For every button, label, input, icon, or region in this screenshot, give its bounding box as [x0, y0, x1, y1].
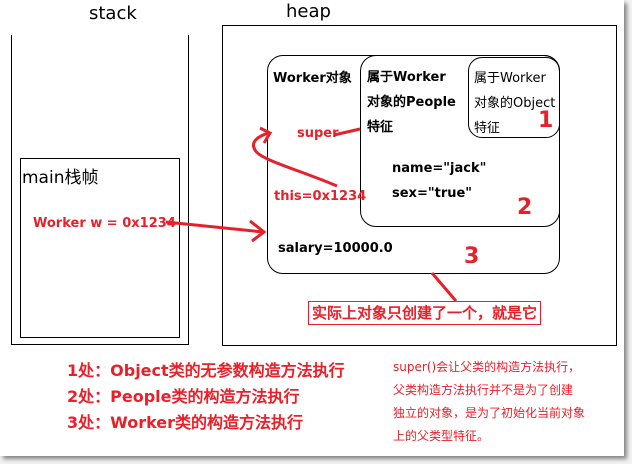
legend-item-3: 3处：Worker类的构造方法执行	[67, 413, 304, 432]
reference-arrow	[165, 220, 264, 234]
stack-area	[11, 35, 189, 345]
name-field: name="jack"	[392, 161, 487, 176]
legend-item-2: 2处：People类的构造方法执行	[67, 387, 300, 406]
super-label: super	[297, 126, 339, 141]
callout-pointer	[430, 272, 458, 302]
reference-arrowhead-icon	[249, 219, 267, 243]
super-arrow	[333, 127, 361, 137]
worker-variable: Worker w = 0x1234	[33, 216, 176, 231]
this-label: this=0x1234	[274, 189, 367, 204]
heap-area	[222, 25, 617, 346]
object-line-2: 对象的Object	[474, 96, 556, 111]
legend: 1处：Object类的无参数构造方法执行 2处：People类的构造方法执行 3…	[67, 357, 345, 435]
people-line-2: 对象的People	[367, 95, 456, 110]
object-part: 属于Worker 对象的Object 特征	[468, 57, 560, 138]
marker-2: 2	[517, 195, 533, 220]
note-line-4: 上的父类型特征。	[393, 429, 490, 443]
people-part: 属于Worker 对象的People 特征 name="jack" sex="t…	[360, 55, 560, 227]
worker-object: Worker对象 salary=10000.0	[267, 55, 560, 274]
sex-field: sex="true"	[392, 186, 473, 201]
diagram-canvas: stack main栈帧 Worker w = 0x1234 heap Work…	[0, 0, 624, 456]
heap-title: heap	[286, 1, 331, 22]
this-arrow	[252, 131, 338, 188]
salary-field: salary=10000.0	[278, 241, 393, 256]
marker-3: 3	[464, 244, 480, 269]
note-line-1: super()会让父类的构造方法执行，	[393, 360, 581, 374]
note-line-2: 父类构造方法执行并不是为了创建	[393, 383, 574, 397]
object-line-3: 特征	[474, 121, 501, 136]
worker-object-label: Worker对象	[273, 71, 352, 86]
arrow-layer	[165, 126, 458, 302]
callout-box: 实际上对象只创建了一个，就是它	[308, 301, 542, 325]
note-line-3: 独立的对象，是为了初始化当前对象	[393, 406, 586, 420]
main-frame-label: main栈帧	[22, 168, 99, 188]
callout-text: 实际上对象只创建了一个，就是它	[312, 304, 538, 322]
explanation-note: super()会让父类的构造方法执行， 父类构造方法执行并不是为了创建 独立的对…	[393, 358, 585, 450]
this-arrowhead-icon	[259, 126, 273, 144]
main-stack-frame: main栈帧 Worker w = 0x1234	[20, 158, 180, 338]
stack-title: stack	[89, 3, 137, 24]
people-line-3: 特征	[367, 120, 394, 135]
marker-1: 1	[538, 108, 554, 133]
object-line-1: 属于Worker	[474, 71, 546, 86]
people-line-1: 属于Worker	[367, 70, 446, 85]
legend-item-1: 1处：Object类的无参数构造方法执行	[67, 361, 345, 380]
